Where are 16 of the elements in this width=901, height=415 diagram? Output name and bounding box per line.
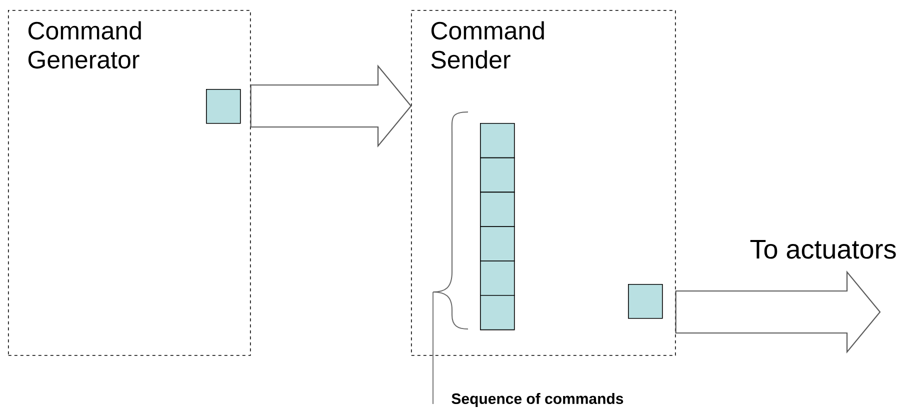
command-square — [206, 89, 241, 124]
component-box: Command Generator — [8, 10, 251, 356]
queue-cell — [480, 295, 515, 330]
queue-cell — [480, 157, 515, 193]
leader-line — [432, 292, 434, 404]
annotation-text: Sequence of commands — [452, 393, 624, 407]
block-arrow — [675, 270, 881, 354]
queue-cell — [480, 260, 515, 296]
queue-cell — [480, 192, 515, 227]
edge-label: To actuators — [750, 240, 896, 259]
command-square — [628, 284, 663, 319]
block-arrow — [250, 64, 412, 148]
queue-cell — [480, 226, 515, 262]
brace-drawing — [432, 112, 468, 330]
queue-cell — [480, 123, 515, 158]
component-box: Command Sender — [411, 10, 676, 356]
